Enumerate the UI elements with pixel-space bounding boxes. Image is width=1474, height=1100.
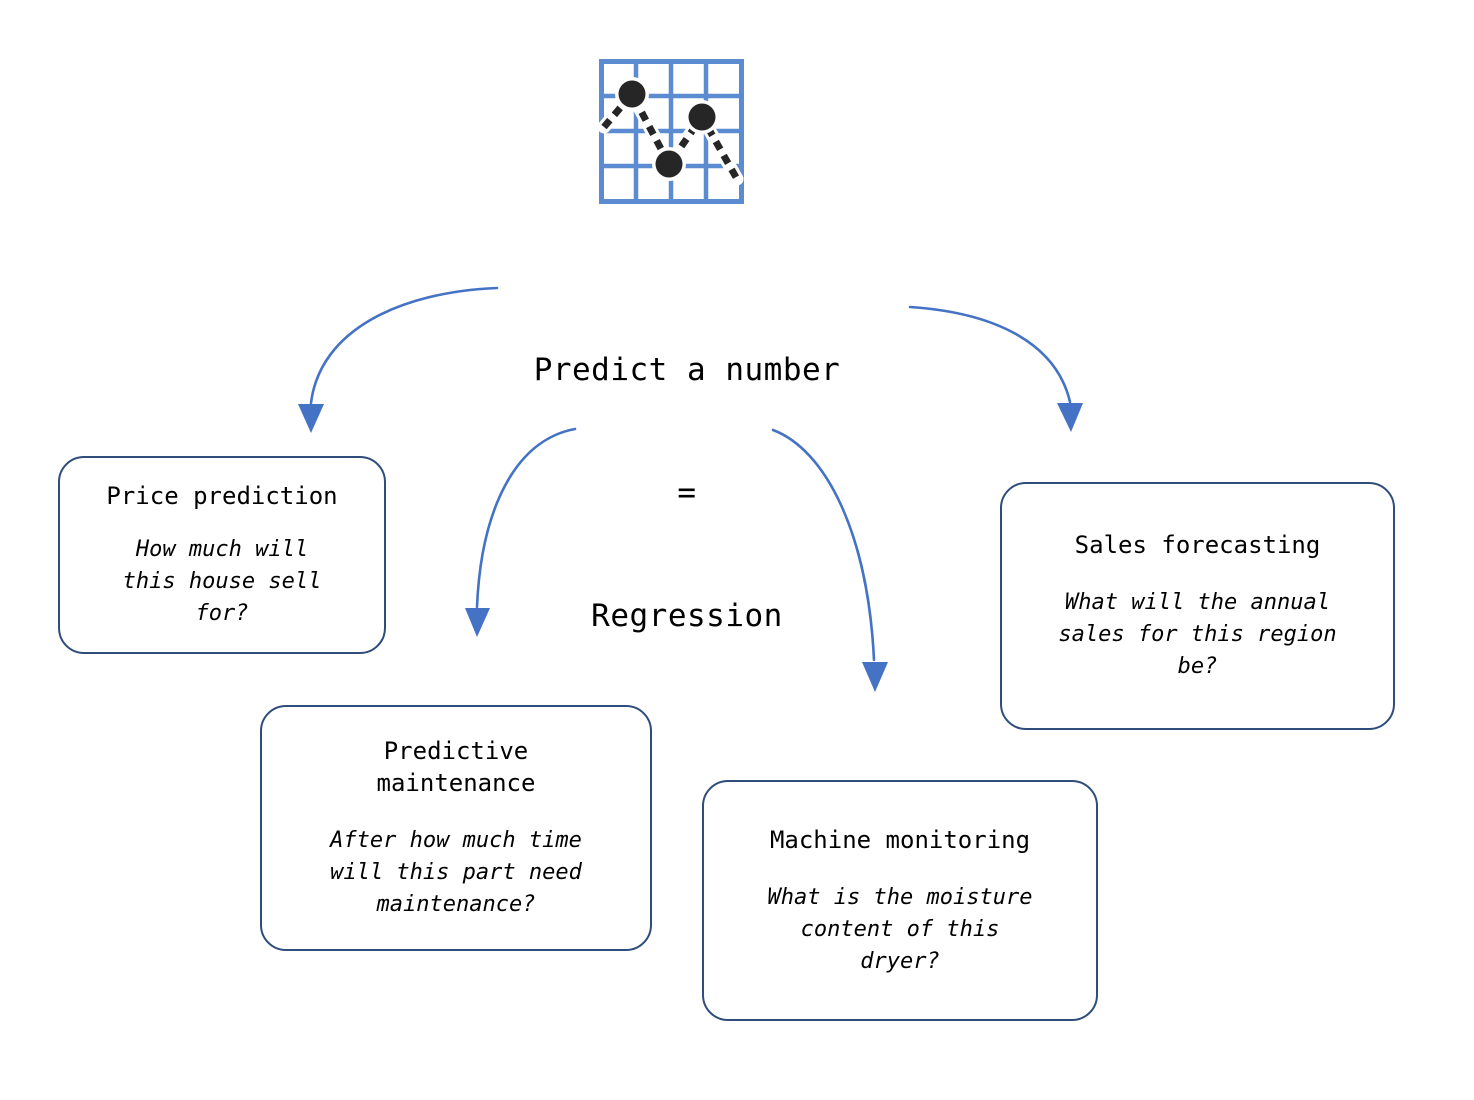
card-price-prediction[interactable]: Price prediction How much will this hous… [58,456,386,654]
card-sales-forecasting[interactable]: Sales forecasting What will the annual s… [1000,482,1395,730]
card-description: How much will this house sell for? [122,537,322,626]
card-title: Price prediction [106,482,338,510]
card-description: After how much time will this part need … [330,828,582,917]
page-title-line-3: Regression [591,598,783,634]
card-title: Sales forecasting [1074,531,1321,559]
card-title: Machine monitoring [769,825,1031,854]
card-title: Predictive maintenance [376,737,536,797]
card-predictive-maintenance[interactable]: Predictive maintenance After how much ti… [260,705,652,951]
card-description: What is the moisture content of this dry… [767,884,1033,974]
card-description: What will the annual sales for this regi… [1058,590,1337,679]
page-title: Predict a number = Regression [437,268,937,719]
regression-scatter-grid-icon [599,59,744,204]
page-title-line-1: Predict a number [533,352,841,388]
card-machine-monitoring[interactable]: Machine monitoring What is the moisture … [702,780,1098,1021]
page-title-line-2: = [677,475,697,511]
